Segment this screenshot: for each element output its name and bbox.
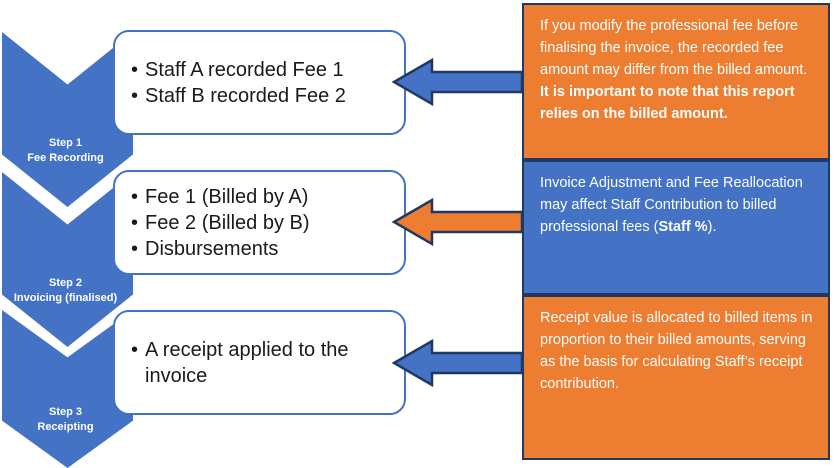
callout-1: If you modify the professional fee befor… — [522, 3, 830, 160]
callout-2-tail: ). — [707, 219, 717, 235]
bullet-icon: • — [131, 58, 139, 81]
bullet-icon: • — [131, 237, 139, 260]
step-1-bullet-2-text: Staff B recorded Fee 2 — [145, 84, 346, 107]
callout-1-normal: If you modify the professional fee befor… — [540, 18, 808, 78]
step-2-content-box: • Fee 1 (Billed by A) • Fee 2 (Billed by… — [113, 170, 406, 275]
step-1-bullet-1-text: Staff A recorded Fee 1 — [145, 58, 344, 81]
callout-3-text: Receipt value is allocated to billed ite… — [540, 307, 814, 395]
callout-3-normal: Receipt value is allocated to billed ite… — [540, 310, 813, 392]
bullet-icon: • — [131, 338, 139, 361]
step-2-bullet-3-text: Disbursements — [145, 237, 279, 260]
arrow-left-orange-2 — [392, 196, 524, 248]
callout-1-bold: It is important to note that this report… — [540, 84, 795, 122]
callout-2-text: Invoice Adjustment and Fee Reallocation … — [540, 172, 814, 238]
step-1-content-box: • Staff A recorded Fee 1 • Staff B recor… — [113, 30, 406, 135]
step-1-bullet-1: • Staff A recorded Fee 1 — [131, 57, 394, 83]
callout-2: Invoice Adjustment and Fee Reallocation … — [522, 160, 830, 295]
callout-2-normal: Invoice Adjustment and Fee Reallocation … — [540, 175, 803, 235]
step-2-bullet-1-text: Fee 1 (Billed by A) — [145, 185, 309, 208]
step-2-bullet-2: • Fee 2 (Billed by B) — [131, 210, 394, 236]
step-3-bullet-1: • A receipt applied to the invoice — [131, 337, 394, 389]
arrow-left-blue-3 — [392, 337, 524, 389]
bullet-icon: • — [131, 185, 139, 208]
callout-1-text: If you modify the professional fee befor… — [540, 15, 814, 125]
bullet-icon: • — [131, 84, 139, 107]
step-2-bullet-3: • Disbursements — [131, 236, 394, 262]
step-3-bullet-1-text: A receipt applied to the invoice — [145, 338, 349, 387]
step-2-bullet-2-text: Fee 2 (Billed by B) — [145, 211, 310, 234]
step-3-content-box: • A receipt applied to the invoice — [113, 310, 406, 415]
callout-3: Receipt value is allocated to billed ite… — [522, 295, 830, 460]
step-1-bullet-2: • Staff B recorded Fee 2 — [131, 83, 394, 109]
callout-2-bold: Staff % — [658, 219, 708, 235]
step-2-bullet-1: • Fee 1 (Billed by A) — [131, 184, 394, 210]
arrow-left-blue-1 — [392, 56, 524, 108]
bullet-icon: • — [131, 211, 139, 234]
